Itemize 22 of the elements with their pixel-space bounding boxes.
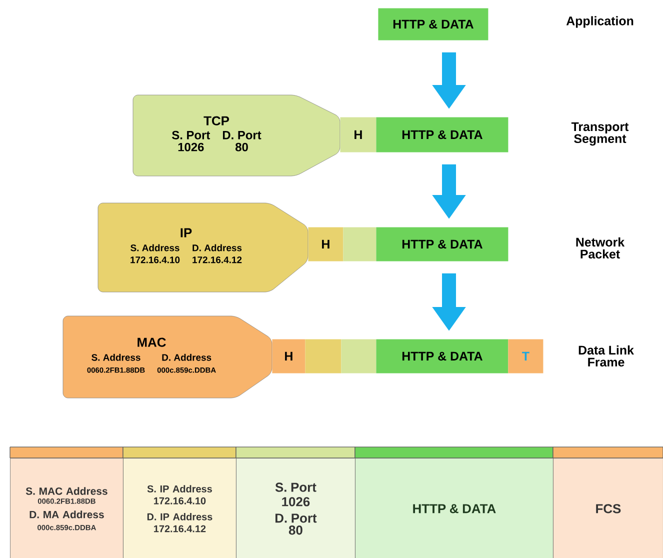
- node-label: H: [322, 240, 330, 248]
- bar-segment: HTTP & DATA: [376, 117, 508, 152]
- bar-segment: HTTP & DATA: [376, 227, 508, 262]
- table-cell: S. Port 1026 D. Port 80: [236, 446, 356, 558]
- bar-segment: HTTP & DATA: [376, 339, 508, 374]
- header-segment: H: [340, 117, 376, 152]
- node-label: H: [354, 130, 362, 139]
- table-cell: HTTP & DATA: [354, 446, 554, 558]
- trailer-segment: T: [508, 339, 544, 374]
- node-label: H: [285, 352, 292, 360]
- empty-segment: [343, 227, 376, 262]
- header-segment: H: [272, 339, 306, 374]
- header-segment: H: [308, 227, 344, 262]
- header-box: IP S. Address D. Address 172.16.4.10 172.16.4.12: [98, 202, 308, 292]
- layer-label: Application: [566, 16, 634, 28]
- bar-segment: HTTP & DATA: [378, 8, 488, 40]
- layer-label: Data Link Frame: [578, 345, 634, 367]
- table-cell: FCS: [552, 446, 663, 558]
- layer-label: Network Packet: [576, 237, 625, 259]
- table-cell: S. IP Address 172.16.4.10 D. IP Address 172.16.4.12: [122, 446, 236, 558]
- layer-label: Transport Segment: [571, 122, 629, 146]
- header-box: TCP S. Port D. Port 1026 80: [132, 94, 340, 176]
